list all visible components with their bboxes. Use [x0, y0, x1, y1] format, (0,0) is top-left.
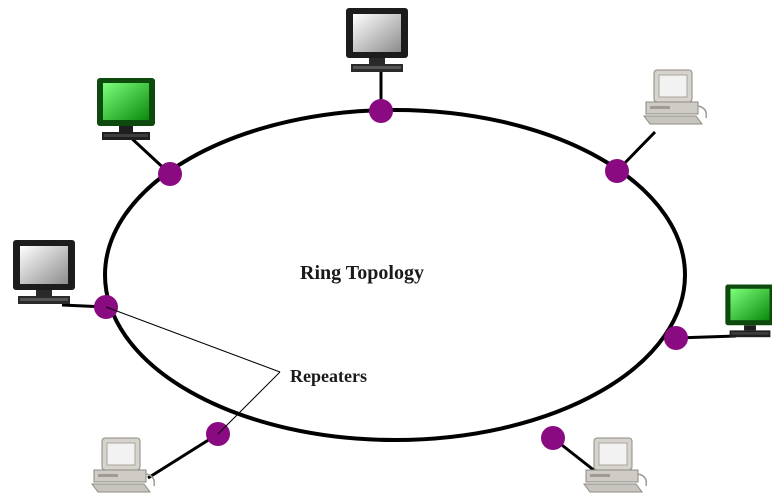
- dark-computer-icon: [13, 240, 75, 304]
- beige-computer-icon: [643, 69, 708, 125]
- repeaters-callout: Repeaters: [105, 306, 367, 435]
- repeaters-label: Repeaters: [290, 366, 367, 386]
- repeater-right: [664, 326, 688, 350]
- computers: [13, 8, 772, 493]
- ring-network: [103, 108, 687, 442]
- repeater-upper-right: [605, 159, 629, 183]
- beige-computer-icon: [583, 437, 648, 493]
- callout-line-lower: [217, 371, 281, 435]
- green-computer-icon: [97, 78, 155, 140]
- callout-line-upper: [105, 306, 281, 373]
- link-bottom-left: [147, 432, 219, 480]
- diagram-title: Ring Topology: [300, 262, 424, 284]
- repeater-upper-left: [158, 162, 182, 186]
- green-computer-icon: [725, 284, 772, 338]
- repeater-bottom-right: [541, 426, 565, 450]
- repeater-top: [369, 99, 393, 123]
- beige-computer-icon: [91, 437, 156, 493]
- dark-computer-icon: [346, 8, 408, 72]
